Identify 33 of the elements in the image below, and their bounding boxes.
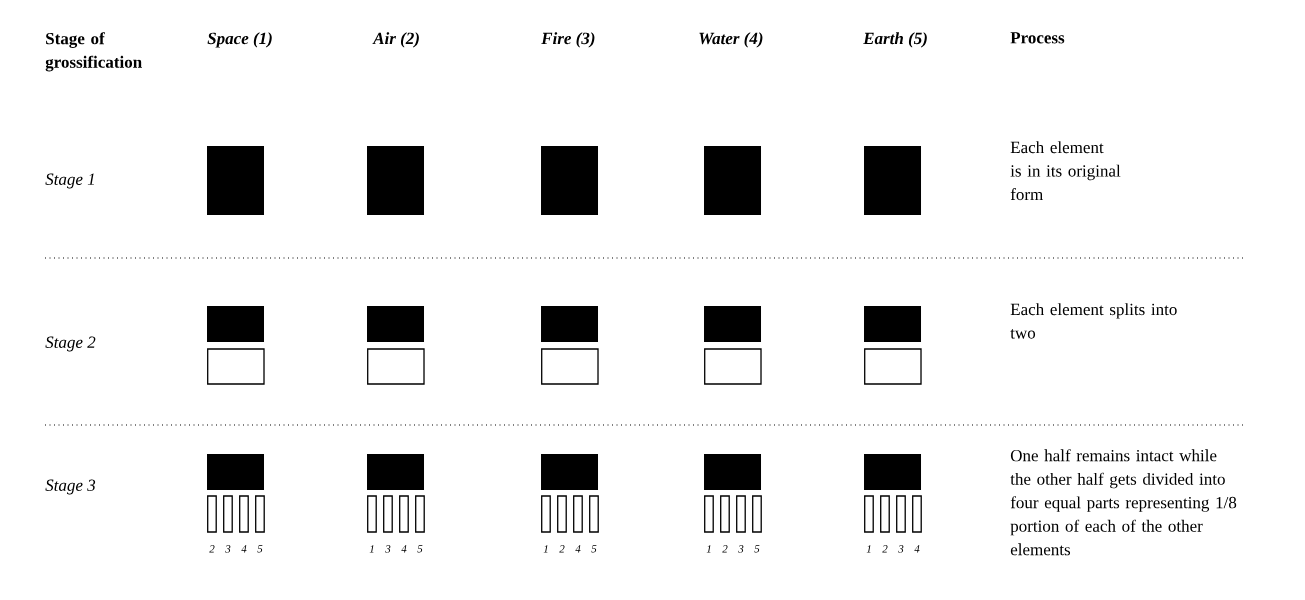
digit-label: 4 <box>575 545 581 553</box>
row-label: Stage 2 <box>45 336 96 352</box>
digit-label: 2 <box>559 545 565 553</box>
column-header: Space (1) <box>207 32 272 48</box>
description-text: Each element splits into two <box>1010 303 1177 339</box>
digit-label: 1 <box>543 545 548 553</box>
header-text: Process <box>1010 32 1065 44</box>
column-header: Earth (5) <box>863 32 927 48</box>
digit-label: 3 <box>225 545 231 553</box>
digit-label: 4 <box>241 545 247 553</box>
digit-label: 3 <box>898 545 904 553</box>
description-text: One half remains intact while the other half gets divided into four equal parts representing 1/8 portion of each of the other elements <box>1010 449 1237 556</box>
header-text: Stage of grossification <box>45 32 142 72</box>
digit-label: 4 <box>914 545 920 553</box>
digit-label: 2 <box>882 545 888 553</box>
digit-label: 3 <box>385 545 391 553</box>
digit-label: 1 <box>369 545 374 553</box>
column-header: Fire (3) <box>541 32 595 48</box>
digit-label: 1 <box>706 545 711 553</box>
digit-label: 5 <box>417 545 423 553</box>
digit-label: 2 <box>722 545 728 553</box>
digit-label: 2 <box>209 545 215 553</box>
digit-label: 5 <box>591 545 597 553</box>
digit-label: 5 <box>257 545 263 553</box>
column-header: Water (4) <box>699 32 763 48</box>
row-label: Stage 1 <box>45 173 94 189</box>
digit-label: 1 <box>866 545 871 553</box>
digit-label: 5 <box>754 545 760 553</box>
digit-label: 3 <box>738 545 744 553</box>
column-header: Air (2) <box>372 32 419 48</box>
digit-label: 4 <box>401 545 407 553</box>
description-text: Each element is in its original form <box>1010 141 1121 201</box>
row-label: Stage 3 <box>45 479 96 495</box>
